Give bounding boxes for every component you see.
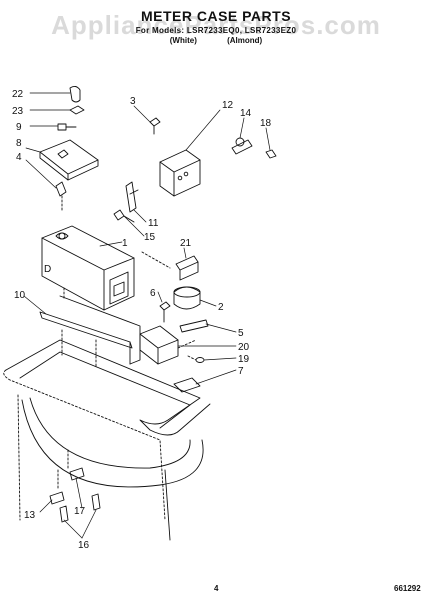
callout-7: 7 xyxy=(238,366,244,377)
part-12-timer xyxy=(159,149,201,197)
variant-almond: (Almond) xyxy=(227,36,263,45)
part-22-knob xyxy=(69,85,81,103)
model-list: For Models: LSR7233EQ0, LSR7233EZ0 xyxy=(135,26,297,35)
variant-white: (White) xyxy=(169,36,197,45)
svg-text:D: D xyxy=(44,264,51,275)
callout-5: 5 xyxy=(238,328,244,339)
part-20-switch-box xyxy=(139,325,197,365)
callout-12: 12 xyxy=(222,100,234,111)
callout-13: 13 xyxy=(24,510,36,521)
watermark: AppliancePartsPros.com xyxy=(51,10,381,40)
page-title: METER CASE PARTS xyxy=(140,8,292,24)
callout-14: 14 xyxy=(240,108,252,119)
callout-15: 15 xyxy=(144,232,156,243)
part-2-cup xyxy=(173,286,201,310)
callout-10: 10 xyxy=(14,290,26,301)
part-17-bracket xyxy=(67,449,85,481)
callout-23: 23 xyxy=(12,106,24,117)
callout-18: 18 xyxy=(260,118,272,129)
console-top xyxy=(3,339,211,541)
part-11-bracket xyxy=(125,181,139,213)
part-13-bracket xyxy=(49,469,65,505)
part-1-meter-case: D xyxy=(41,225,135,311)
part-16-screws xyxy=(59,493,101,523)
part-21-bracket xyxy=(141,251,199,281)
part-3-screw xyxy=(149,117,161,135)
callout-1: 1 xyxy=(122,238,128,249)
part-19-fastener xyxy=(187,355,205,363)
callout-17: 17 xyxy=(74,506,86,517)
callout-22: 22 xyxy=(12,89,24,100)
part-5-bracket xyxy=(179,319,209,333)
callout-16: 16 xyxy=(78,540,90,551)
leader-lines xyxy=(23,92,271,539)
callout-19: 19 xyxy=(238,354,250,365)
callout-9: 9 xyxy=(16,122,22,133)
part-8-cover-plate xyxy=(39,139,99,181)
part-23-washer xyxy=(69,105,85,115)
callout-20: 20 xyxy=(238,342,250,353)
callout-21: 21 xyxy=(180,238,192,249)
callout-3: 3 xyxy=(130,96,136,107)
part-7-clip xyxy=(173,377,201,393)
part-14-sensor xyxy=(231,137,253,155)
callout-8: 8 xyxy=(16,138,22,149)
part-9-screw xyxy=(57,123,77,131)
callout-4: 4 xyxy=(16,152,22,163)
document-number: 661292 xyxy=(394,584,421,593)
color-variants: (White) (Almond) xyxy=(0,36,432,45)
callout-labels: 22 23 9 8 4 3 12 14 18 11 1 15 21 2 6 10… xyxy=(12,89,272,551)
part-4-clip xyxy=(55,181,67,211)
callout-2: 2 xyxy=(218,302,224,313)
part-18-pin xyxy=(265,149,277,159)
callout-6: 6 xyxy=(150,288,156,299)
callout-11: 11 xyxy=(148,218,159,229)
part-6-screw xyxy=(159,301,171,323)
page-number: 4 xyxy=(214,584,219,593)
